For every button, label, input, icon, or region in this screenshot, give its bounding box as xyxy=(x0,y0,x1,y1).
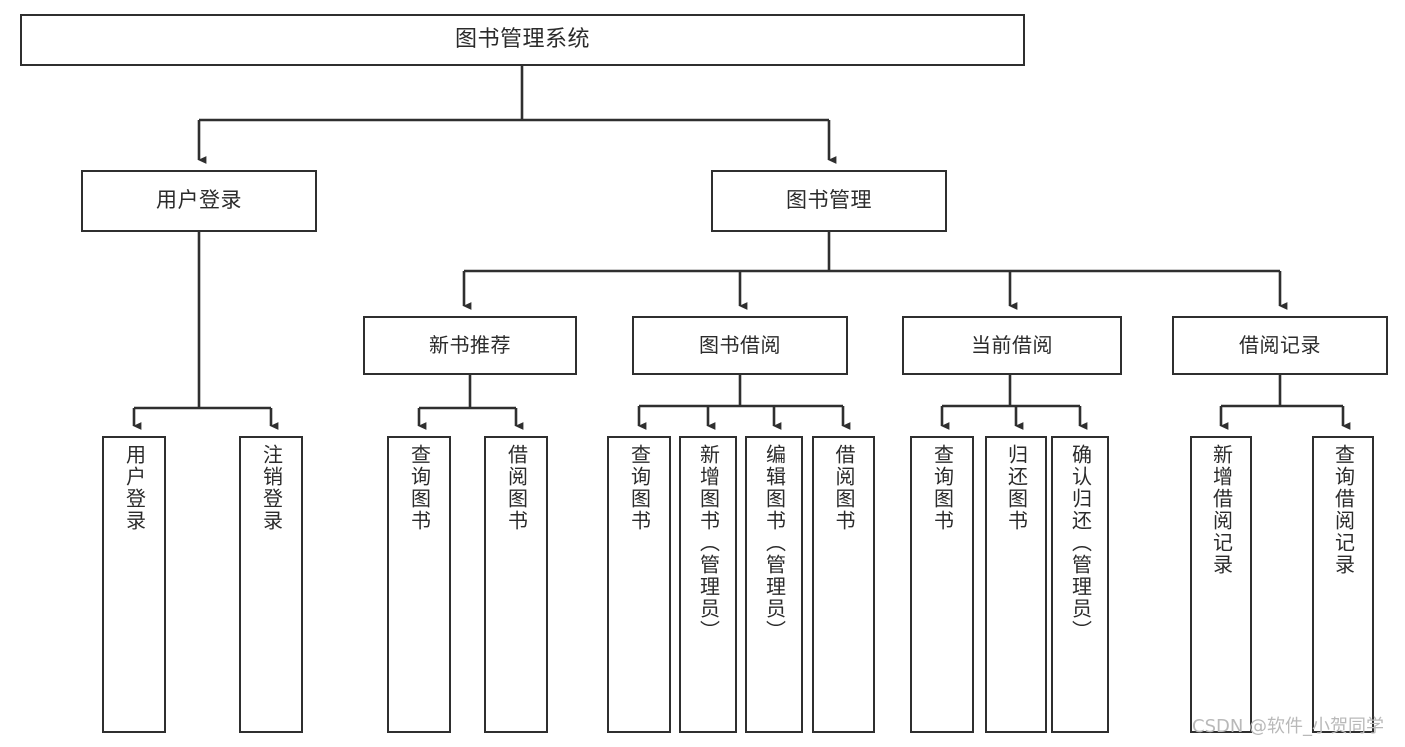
node-label: 新增图书（管理员） xyxy=(696,444,721,642)
node-label: 确认归还（管理员） xyxy=(1068,444,1093,642)
node-label: 图书管理系统 xyxy=(454,26,590,52)
node-label: 编辑图书（管理员） xyxy=(762,444,787,642)
node-borrow-record[interactable]: 借阅记录 xyxy=(1172,316,1388,375)
node-leaf-query-book-current[interactable]: 查询图书 xyxy=(910,436,974,733)
node-current-borrow[interactable]: 当前借阅 xyxy=(902,316,1122,375)
node-label: 用户登录 xyxy=(122,444,147,532)
node-label: 借阅图书 xyxy=(832,444,856,532)
node-label: 当前借阅 xyxy=(971,333,1053,358)
node-label: 归还图书 xyxy=(1004,444,1029,532)
node-label: 图书管理 xyxy=(786,188,872,213)
node-label: 查询图书 xyxy=(930,444,955,532)
node-leaf-query-book-recommend[interactable]: 查询图书 xyxy=(387,436,451,733)
node-label: 借阅记录 xyxy=(1239,333,1321,358)
node-label: 查询借阅记录 xyxy=(1331,444,1356,576)
csdn-watermark: CSDN @软件_小贺同学 xyxy=(1192,716,1385,737)
node-label: 用户登录 xyxy=(156,188,242,213)
node-label: 新书推荐 xyxy=(429,333,511,358)
node-leaf-add-borrow-record[interactable]: 新增借阅记录 xyxy=(1190,436,1252,733)
node-book-management[interactable]: 图书管理 xyxy=(711,170,947,232)
node-label: 查询图书 xyxy=(627,444,652,532)
node-user-login[interactable]: 用户登录 xyxy=(81,170,317,232)
node-leaf-edit-book-admin[interactable]: 编辑图书（管理员） xyxy=(745,436,803,733)
node-leaf-query-borrow-record[interactable]: 查询借阅记录 xyxy=(1312,436,1374,733)
node-leaf-confirm-return-admin[interactable]: 确认归还（管理员） xyxy=(1051,436,1109,733)
node-book-management-system[interactable]: 图书管理系统 xyxy=(20,14,1025,66)
node-leaf-add-book-admin[interactable]: 新增图书（管理员） xyxy=(679,436,737,733)
node-label: 新增借阅记录 xyxy=(1209,444,1234,576)
node-leaf-query-book-borrow[interactable]: 查询图书 xyxy=(607,436,671,733)
node-label: 借阅图书 xyxy=(504,444,529,532)
node-leaf-logout[interactable]: 注销登录 xyxy=(239,436,303,733)
node-leaf-user-login[interactable]: 用户登录 xyxy=(102,436,166,733)
node-label: 注销登录 xyxy=(259,444,284,532)
node-label: 图书借阅 xyxy=(699,333,781,358)
node-label: 查询图书 xyxy=(407,444,432,532)
node-new-book-recommend[interactable]: 新书推荐 xyxy=(363,316,577,375)
node-leaf-return-book[interactable]: 归还图书 xyxy=(985,436,1047,733)
node-leaf-borrow-book[interactable]: 借阅图书 xyxy=(812,436,875,733)
node-leaf-borrow-book-recommend[interactable]: 借阅图书 xyxy=(484,436,548,733)
node-book-borrow[interactable]: 图书借阅 xyxy=(632,316,848,375)
